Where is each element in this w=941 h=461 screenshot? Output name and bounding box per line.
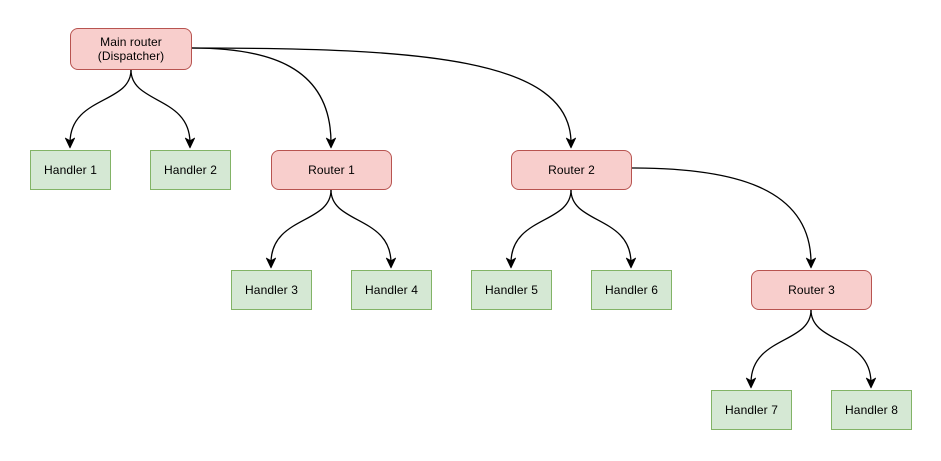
node-router-2[interactable]: Router 2 xyxy=(511,150,632,190)
node-label-router-1: Router 1 xyxy=(308,162,355,177)
edge-main-router-to-router-2 xyxy=(191,47,577,149)
node-label-handler-7: Handler 7 xyxy=(725,402,778,417)
node-handler-3[interactable]: Handler 3 xyxy=(231,270,312,310)
node-router-3[interactable]: Router 3 xyxy=(751,270,872,310)
node-label-handler-8: Handler 8 xyxy=(845,402,898,417)
edge-router-3-to-handler-7 xyxy=(745,309,812,389)
node-main-router[interactable]: Main router (Dispatcher) xyxy=(70,28,192,70)
node-handler-7[interactable]: Handler 7 xyxy=(711,390,792,430)
node-label-handler-6: Handler 6 xyxy=(605,282,658,297)
edge-router-2-to-handler-6 xyxy=(570,189,637,269)
edge-main-router-to-router-1 xyxy=(191,47,337,149)
node-handler-1[interactable]: Handler 1 xyxy=(30,150,111,190)
node-label-handler-2: Handler 2 xyxy=(164,162,217,177)
node-label-router-2: Router 2 xyxy=(548,162,595,177)
edge-main-router-to-handler-2 xyxy=(130,69,196,149)
edge-router-1-to-handler-4 xyxy=(330,189,397,269)
node-label-handler-1: Handler 1 xyxy=(44,162,97,177)
node-handler-6[interactable]: Handler 6 xyxy=(591,270,672,310)
node-label-handler-3: Handler 3 xyxy=(245,282,298,297)
edge-main-router-to-handler-1 xyxy=(64,69,132,149)
node-label-handler-5: Handler 5 xyxy=(485,282,538,297)
node-router-1[interactable]: Router 1 xyxy=(271,150,392,190)
node-label-handler-4: Handler 4 xyxy=(365,282,418,297)
node-handler-4[interactable]: Handler 4 xyxy=(351,270,432,310)
edges-group xyxy=(64,47,877,389)
edge-router-2-to-router-3 xyxy=(631,167,817,269)
node-label-router-3: Router 3 xyxy=(788,282,835,297)
edge-router-1-to-handler-3 xyxy=(265,189,332,269)
node-handler-8[interactable]: Handler 8 xyxy=(831,390,912,430)
node-handler-2[interactable]: Handler 2 xyxy=(150,150,231,190)
edge-router-3-to-handler-8 xyxy=(810,309,877,389)
edge-router-2-to-handler-5 xyxy=(505,189,572,269)
node-handler-5[interactable]: Handler 5 xyxy=(471,270,552,310)
node-label-main-router: Main router (Dispatcher) xyxy=(97,34,165,63)
